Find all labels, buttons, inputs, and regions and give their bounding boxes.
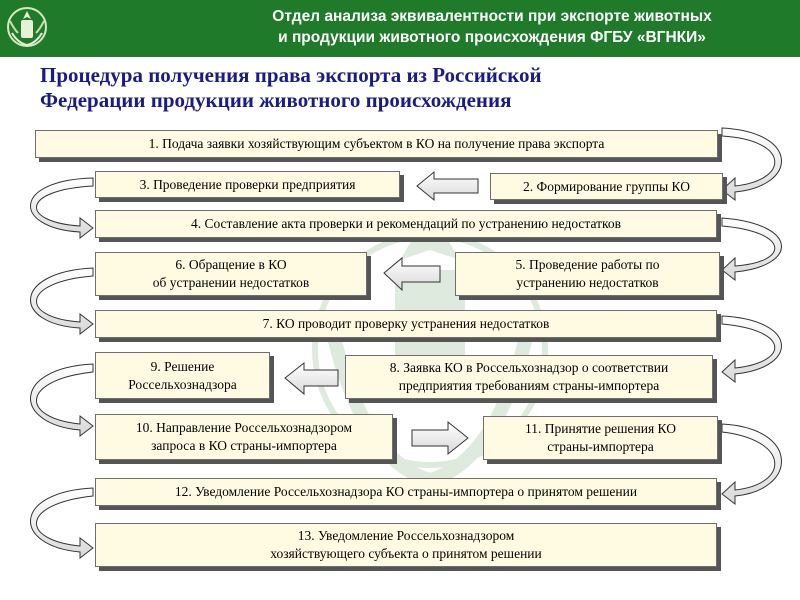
step-3-label: 3. Проведение проверки предприятия xyxy=(139,176,356,192)
step-5-line-2: устранению недостатков xyxy=(516,275,659,290)
step-13-box: 13. Уведомление Россельхознадзором хозяй… xyxy=(95,523,717,567)
step-10-line-2: запроса в КО страны-импортера xyxy=(151,438,337,453)
header-bar: Отдел анализа эквивалентности при экспор… xyxy=(0,0,800,57)
step-3-box: 3. Проведение проверки предприятия xyxy=(95,171,400,198)
department-name: Отдел анализа эквивалентности при экспор… xyxy=(212,6,772,48)
step-8-line-1: 8. Заявка КО в Россельхознадзор о соотве… xyxy=(389,360,669,375)
arrow-left-icon xyxy=(416,170,479,202)
step-13-line-1: 13. Уведомление Россельхознадзором xyxy=(297,528,515,543)
curved-arrow-icon xyxy=(30,363,94,438)
step-4-label: 4. Составление акта проверки и рекоменда… xyxy=(190,216,622,231)
step-6-line-2: об устранении недостатков xyxy=(152,275,310,290)
step-11-line-1: 11. Принятие решения КО xyxy=(525,421,676,436)
step-12-box: 12. Уведомление Россельхознадзора КО стр… xyxy=(95,478,717,506)
title-line-1: Процедура получения права экспорта из Ро… xyxy=(40,63,542,87)
curved-arrow-icon xyxy=(721,217,782,282)
header-line-2: и продукции животного происхождения ФГБУ… xyxy=(278,29,706,46)
step-4-box: 4. Составление акта проверки и рекоменда… xyxy=(95,210,717,238)
step-6-box: 6. Обращение в КО об устранении недостат… xyxy=(95,252,367,296)
step-9-box: 9. Решение Россельхознадзора xyxy=(95,352,270,399)
title-line-2: Федерации продукции животного происхожде… xyxy=(40,88,512,112)
curved-arrow-icon xyxy=(30,177,94,240)
step-11-line-2: страны-импортера xyxy=(547,439,654,454)
step-8-line-2: предприятия требованиям страны-импортера xyxy=(398,378,660,393)
step-5-line-1: 5. Проведение работы по xyxy=(515,257,660,272)
curved-arrow-icon xyxy=(721,315,782,384)
step-2-label: 2. Формирование группы КО xyxy=(523,178,690,194)
header-line-1: Отдел анализа эквивалентности при экспор… xyxy=(272,8,712,25)
step-10-line-1: 10. Направление Россельхознадзором xyxy=(135,420,353,435)
step-13-line-2: хозяйствующего субъекта о принятом решен… xyxy=(270,546,542,561)
step-11-box: 11. Принятие решения КО страны-импортера xyxy=(483,416,718,460)
step-12-label: 12. Уведомление Россельхознадзора КО стр… xyxy=(174,484,638,499)
curved-arrow-icon xyxy=(30,267,94,336)
step-2-box: 2. Формирование группы КО xyxy=(490,173,723,200)
step-9-line-2: Россельхознадзора xyxy=(128,376,237,392)
curved-arrow-icon xyxy=(721,127,782,202)
arrow-left-icon xyxy=(284,361,339,396)
curved-arrow-icon xyxy=(721,423,782,506)
step-8-box: 8. Заявка КО в Россельхознадзор о соотве… xyxy=(345,355,713,399)
page-title: Процедура получения права экспорта из Ро… xyxy=(40,63,760,113)
step-5-box: 5. Проведение работы по устранению недос… xyxy=(455,252,720,296)
step-9-line-1: 9. Решение xyxy=(150,358,215,374)
step-1-box: 1. Подача заявки хозяйствующим субъектом… xyxy=(35,130,718,158)
step-6-line-1: 6. Обращение в КО xyxy=(175,257,287,272)
curved-arrow-icon xyxy=(30,487,94,560)
emblem-icon xyxy=(7,7,47,47)
step-10-box: 10. Направление Россельхознадзором запро… xyxy=(95,414,393,460)
step-1-label: 1. Подача заявки хозяйствующим субъектом… xyxy=(148,136,605,151)
step-7-box: 7. КО проводит проверку устранения недос… xyxy=(95,310,717,338)
step-7-label: 7. КО проводит проверку устранения недос… xyxy=(262,316,550,331)
arrow-right-icon xyxy=(411,420,469,456)
arrow-left-icon xyxy=(383,256,441,292)
